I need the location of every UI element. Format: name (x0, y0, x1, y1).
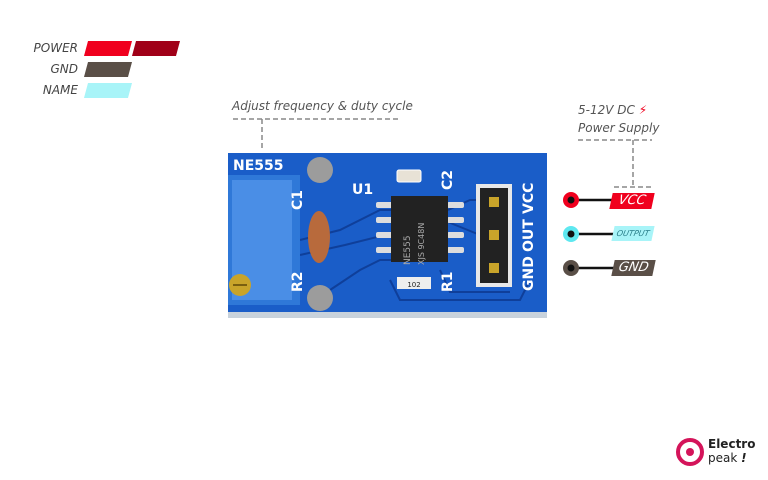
header-label-out: OUT (521, 219, 537, 252)
resistor-code: 102 (407, 281, 420, 289)
legend-gnd-label: GND (50, 62, 78, 76)
logo-text-peak: peak (708, 451, 738, 465)
header-label-vcc: VCC (521, 183, 537, 214)
supply-voltage: 5-12V DC (578, 103, 635, 117)
label-r2: R2 (290, 271, 306, 292)
supply-note-line1: 5-12V DC ⚡ (578, 103, 647, 117)
pin-label-gnd: GND (611, 260, 656, 276)
lightning-bolt-icon: ⚡ (638, 103, 648, 117)
mounting-hole (307, 285, 333, 311)
logo-text-electro: Electro (708, 437, 756, 451)
pin-label-output: OUTPUT (611, 226, 655, 241)
potentiometer-note: Adjust frequency & duty cycle (232, 99, 413, 113)
supply-note-line2: Power Supply (578, 121, 660, 135)
logo-text-mark: ! (741, 451, 747, 465)
capacitor-c1 (308, 211, 330, 263)
chip-text-2: XJS 9C48N (417, 223, 426, 265)
board-title: NE555 (233, 158, 284, 174)
legend-name-label: NAME (42, 83, 78, 97)
label-u1: U1 (352, 182, 373, 198)
label-c2: C2 (440, 170, 456, 190)
ne555-board: 102 NE555 XJS 9C48N NE555 U1 C1 C2 R1 R2… (228, 153, 547, 318)
resistor-r1 (397, 277, 431, 289)
mounting-hole (307, 157, 333, 183)
label-r1: R1 (440, 271, 456, 292)
chip-text-1: NE555 (403, 235, 413, 265)
electropeak-logo: Electro peak ! (675, 437, 755, 471)
capacitor-c2 (396, 169, 422, 183)
chip-leads (376, 202, 464, 253)
ne555-chip (391, 196, 448, 262)
label-c1: C1 (290, 190, 306, 210)
legend-power-label: POWER (33, 41, 78, 55)
pin-label-vcc: VCC (609, 193, 655, 209)
header-label-gnd: GND (521, 256, 537, 291)
electropeak-logo-icon (676, 438, 704, 466)
